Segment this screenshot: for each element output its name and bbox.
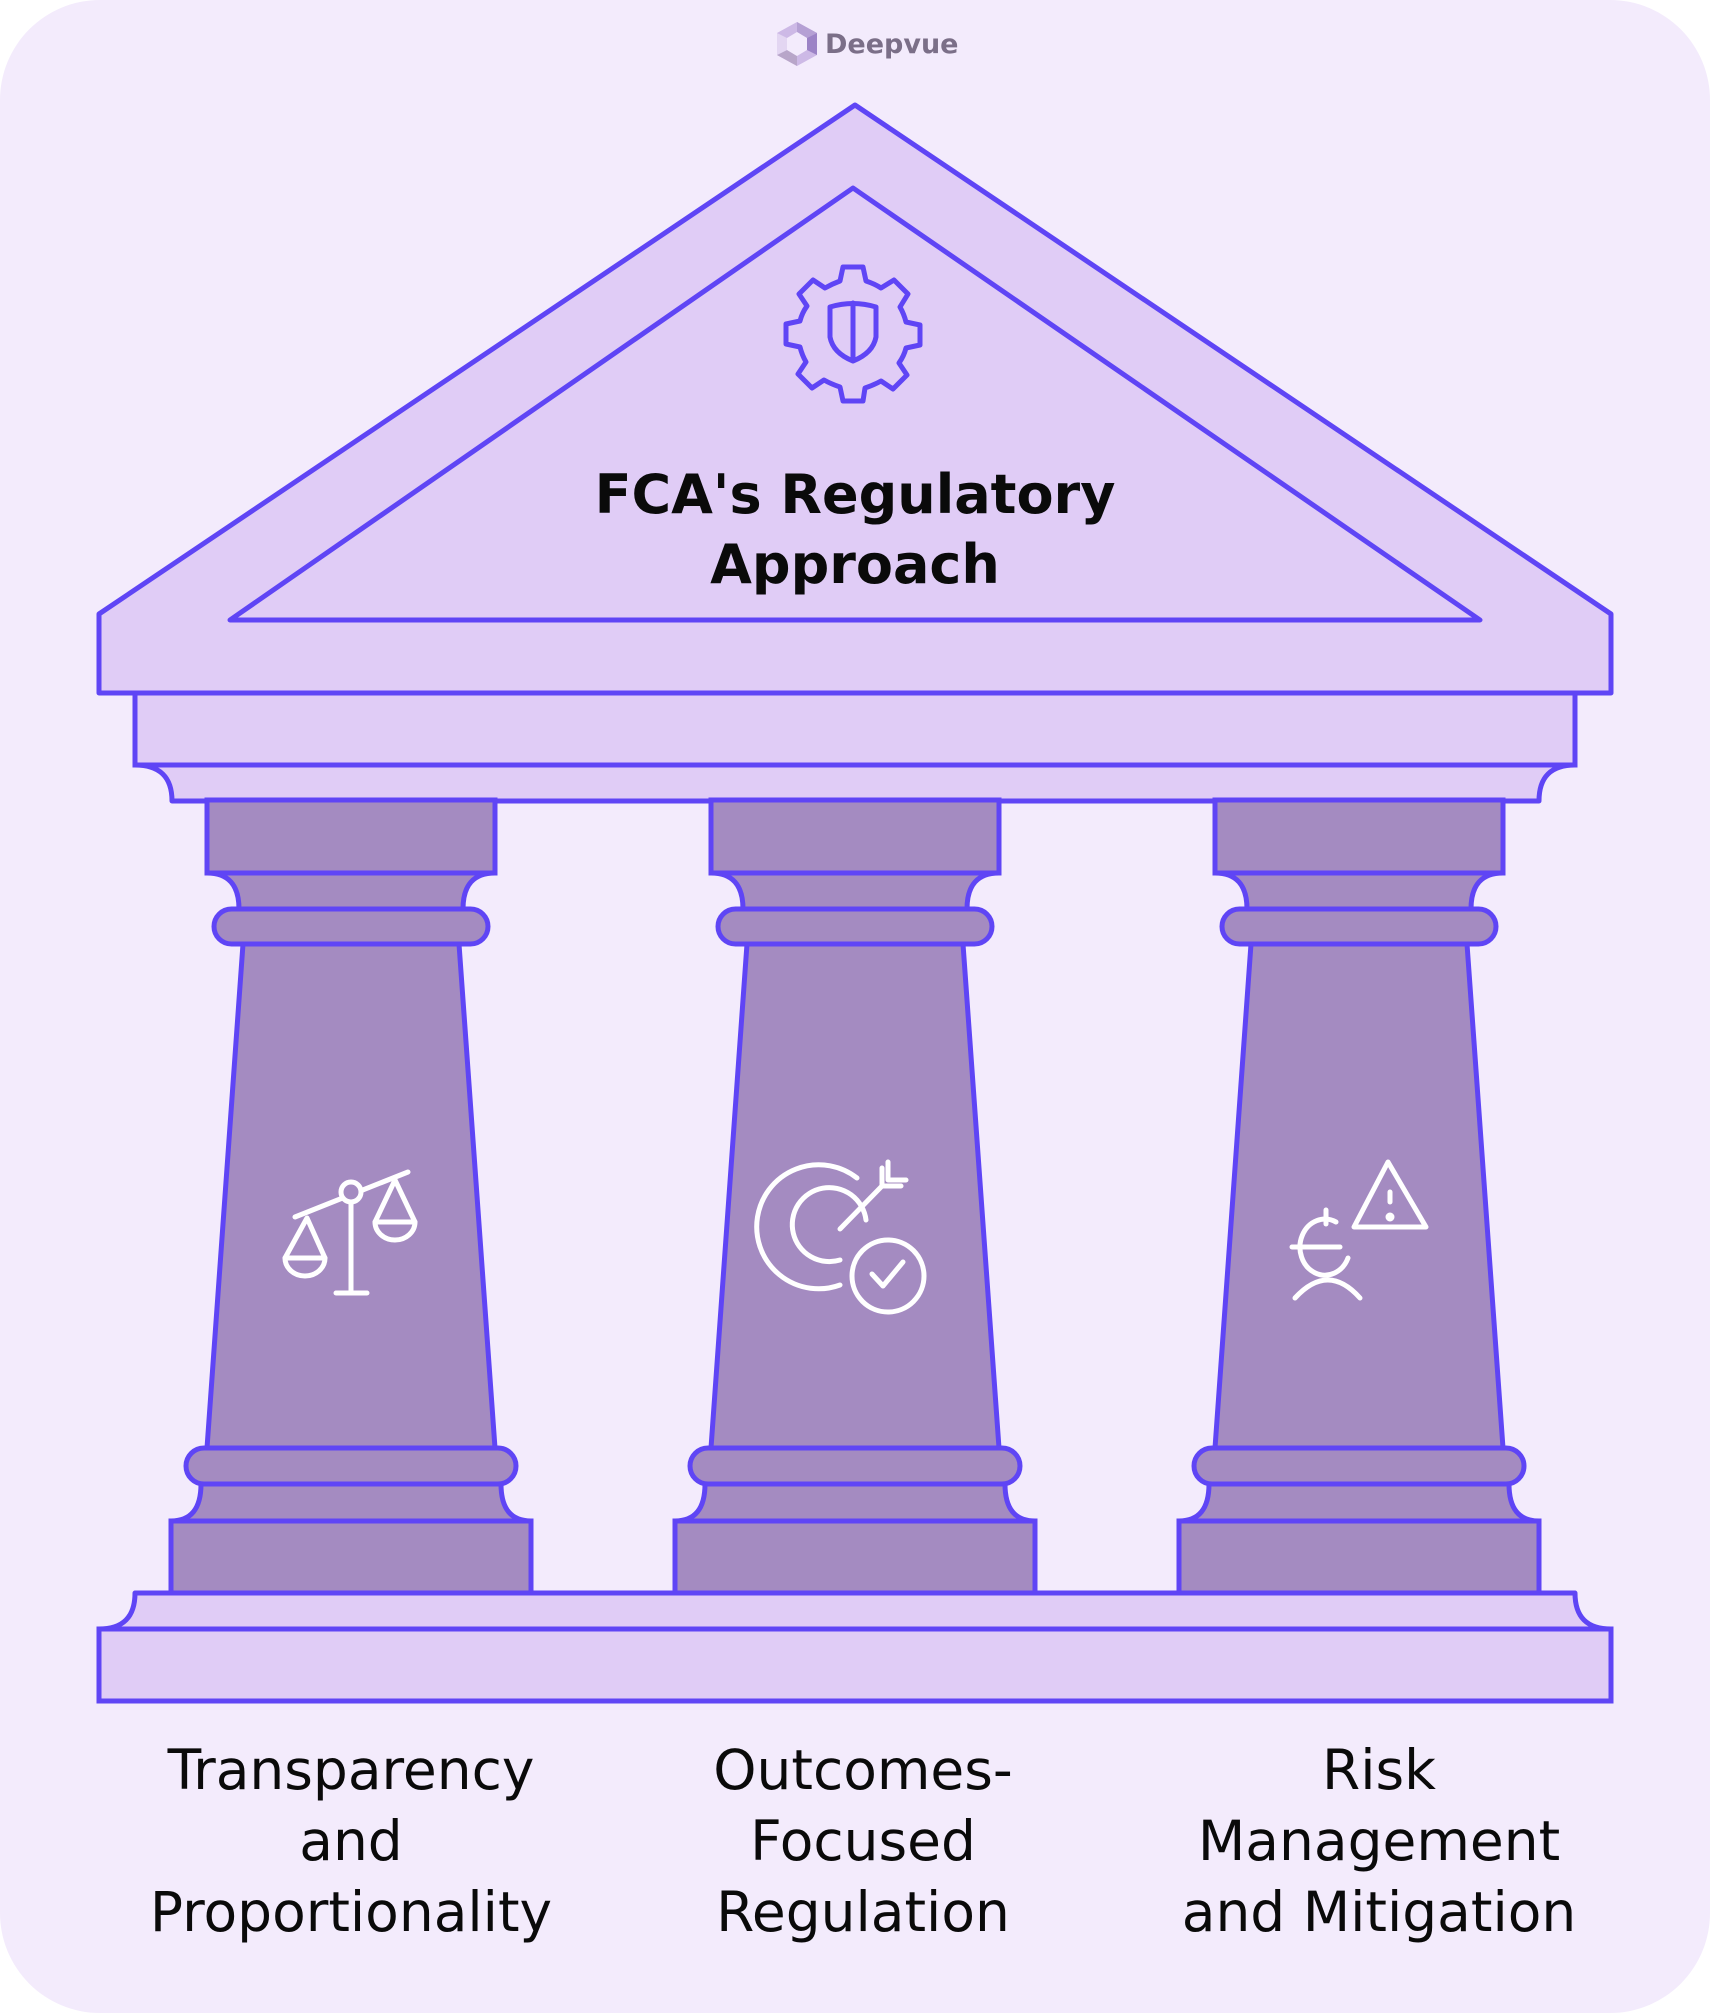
label-line: Regulation [716,1880,1010,1944]
page-title: FCA's Regulatory Approach [455,460,1255,600]
label-line: Management [1197,1809,1561,1873]
label-line: Proportionality [149,1880,553,1944]
pillar-3 [1179,800,1539,1593]
pillar-label-3: Risk Management and Mitigation [1139,1735,1619,1948]
brand-logo: Deepvue [817,20,959,68]
label-line: Risk [1321,1738,1436,1802]
label-line: and Mitigation [1181,1880,1577,1944]
gear-shield-icon [783,264,923,404]
label-line: Transparency [167,1738,535,1802]
label-line: and [299,1809,403,1873]
architrave [132,762,1578,804]
pillar-label-1: Transparency and Proportionality [111,1735,591,1948]
balance-scale-icon [282,1169,418,1296]
title-line-2: Approach [710,533,1000,596]
base-step [96,1590,1614,1632]
target-check-icon [754,1159,927,1315]
label-line: Focused [750,1809,976,1873]
euro-person-warning-icon [1289,1159,1429,1301]
label-line: Outcomes- [713,1738,1013,1802]
brand-name: Deepvue [825,28,959,60]
base-slab [96,1626,1614,1704]
frieze [132,690,1578,768]
hexagon-logo-icon [777,22,817,66]
title-line-1: FCA's Regulatory [594,463,1116,526]
pillar-label-2: Outcomes- Focused Regulation [623,1735,1103,1948]
